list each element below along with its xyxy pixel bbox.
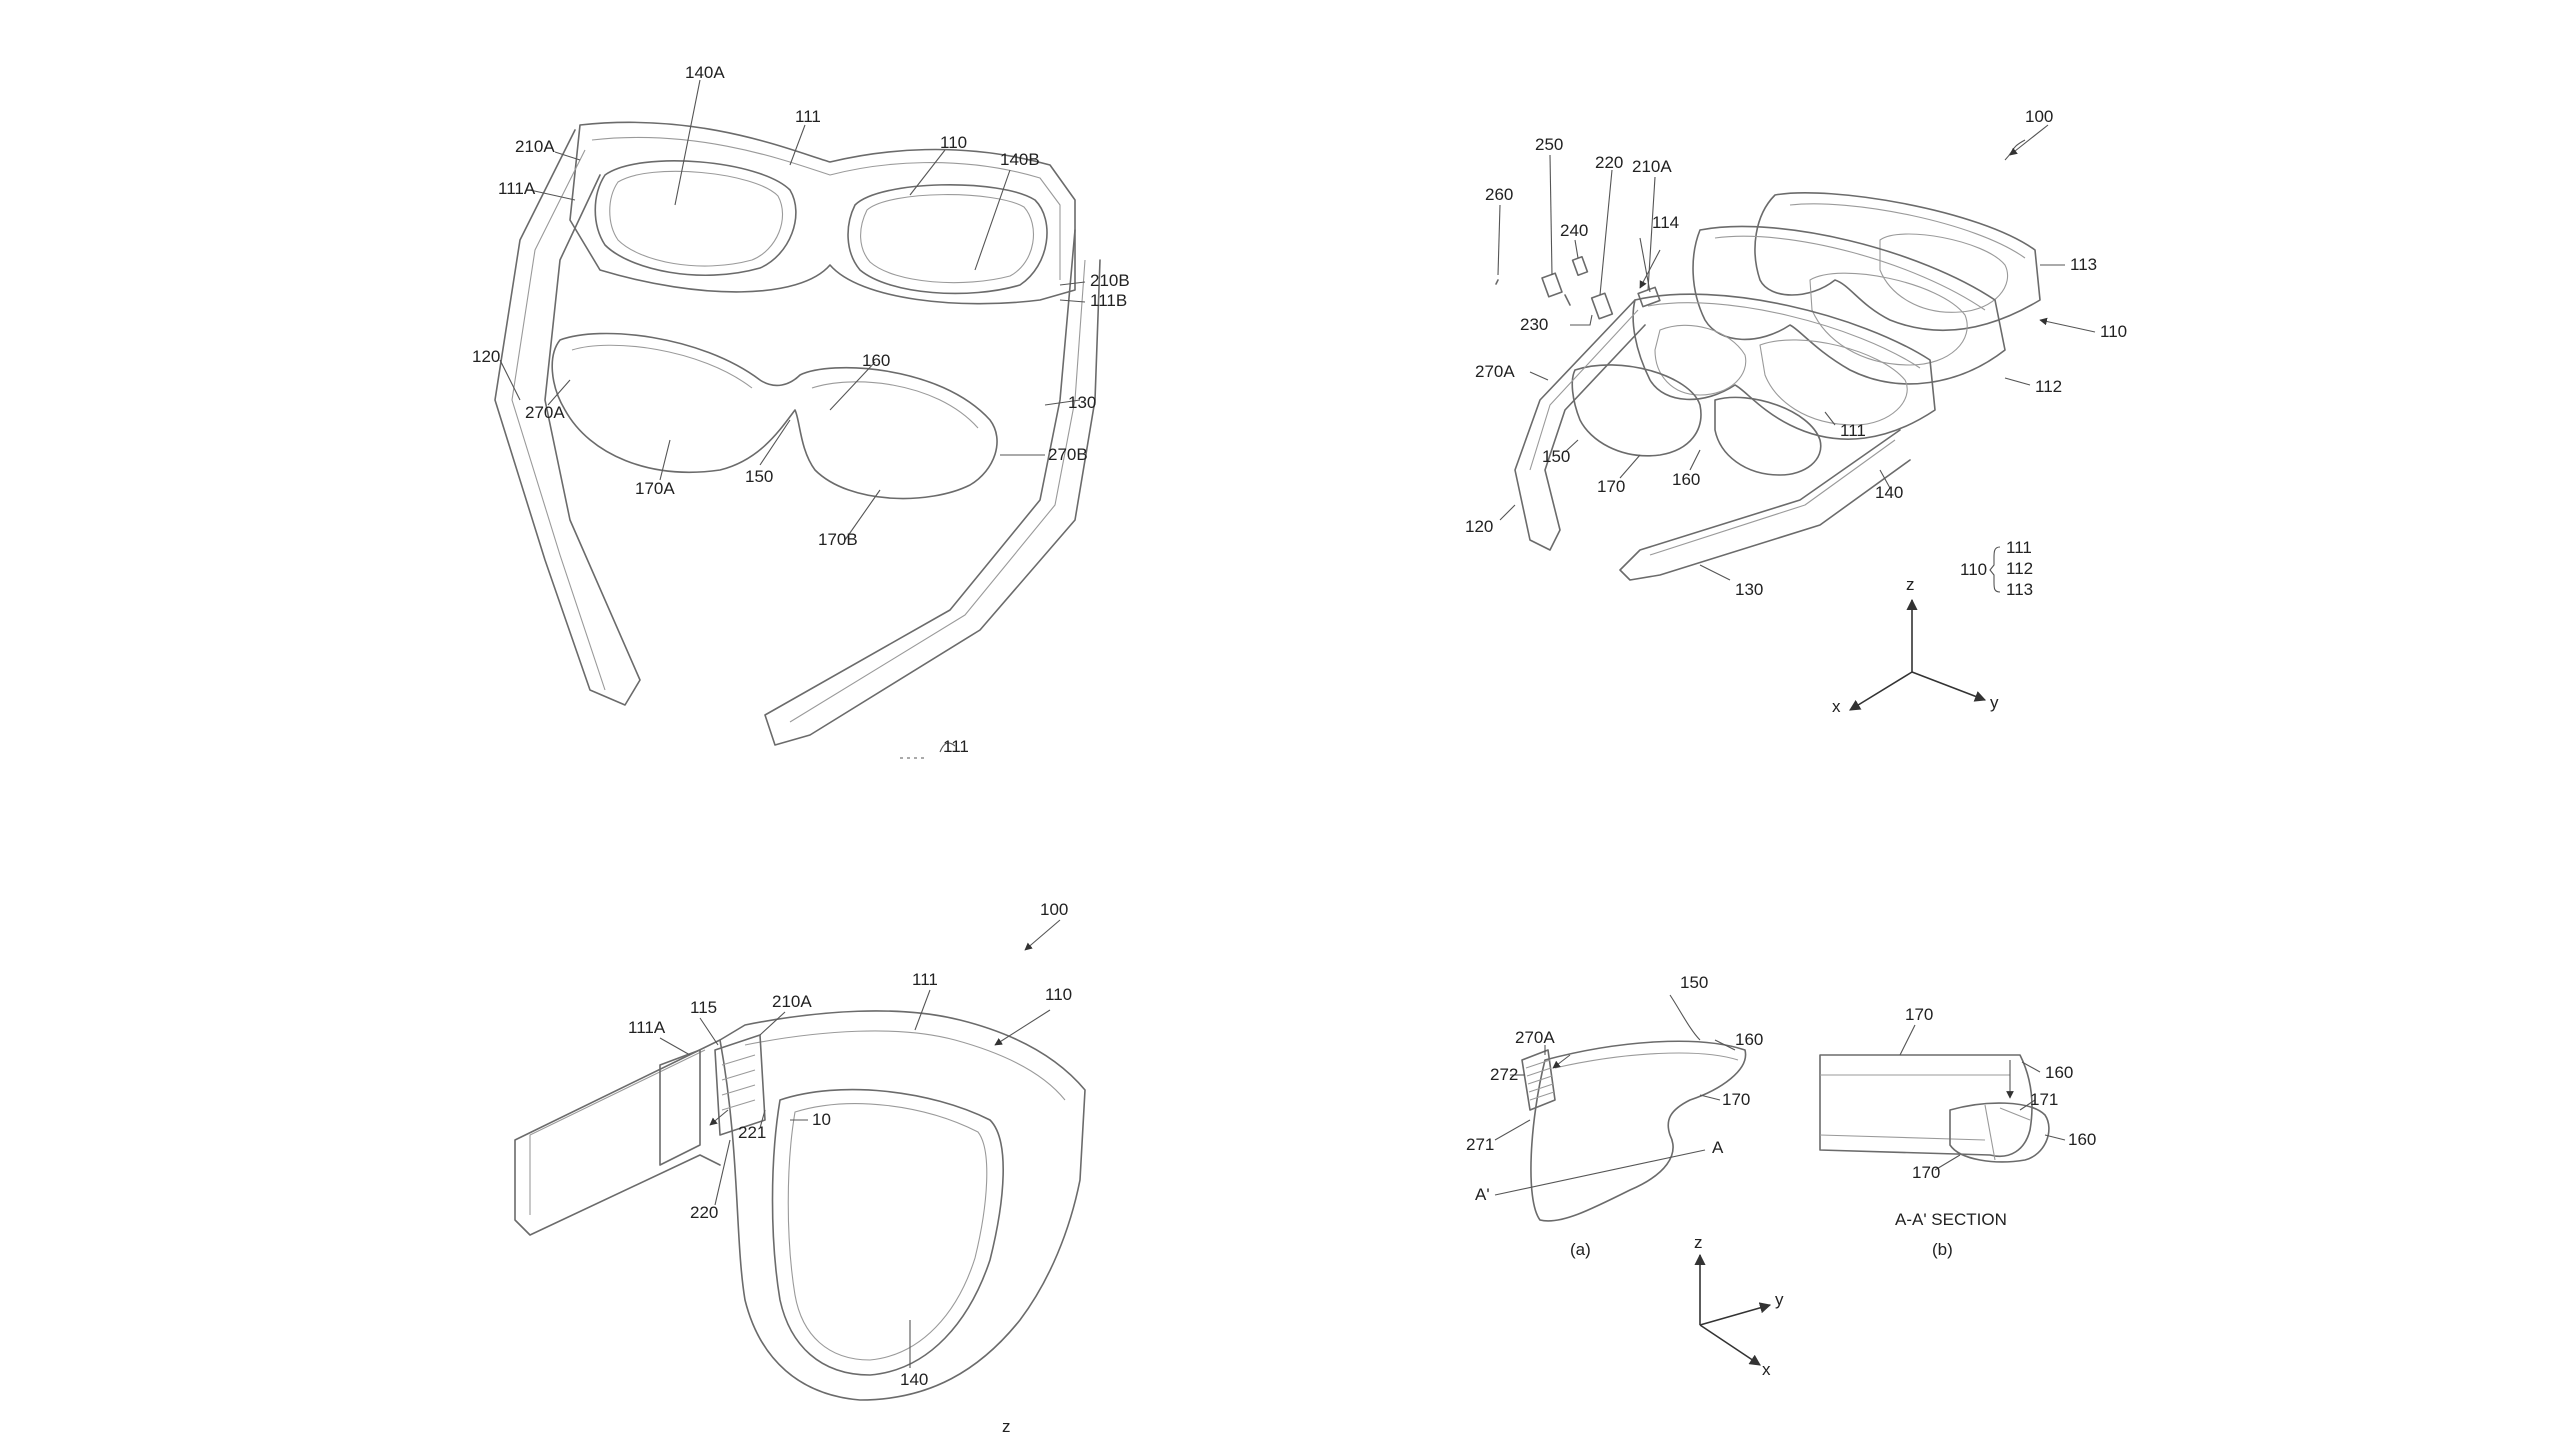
ref-160-section-top: 160: [2045, 1063, 2073, 1082]
ref-240: 240: [1560, 221, 1588, 240]
ref-210A: 210A: [515, 137, 555, 156]
ref-210A: 210A: [772, 992, 812, 1011]
ref-260: 260: [1485, 185, 1513, 204]
ref-270A: 270A: [1515, 1028, 1555, 1047]
ref-150: 150: [1542, 447, 1570, 466]
axis-z-label: z: [1694, 1233, 1703, 1252]
ref-111B: 111B: [1090, 291, 1127, 310]
ref-111: 111: [912, 970, 938, 989]
ref-110: 110: [1045, 985, 1072, 1004]
bracket-item-112: 112: [2006, 559, 2033, 578]
bracket-item-111: 111: [2006, 538, 2032, 557]
axis-x-label: x: [1832, 697, 1841, 716]
ref-111: 111: [795, 107, 821, 126]
ref-110: 110: [940, 133, 967, 152]
ref-171: 171: [2030, 1090, 2058, 1109]
bracket-label-110: 110: [1960, 560, 1987, 579]
axis-z-label-figure-3: z: [1002, 1417, 1011, 1436]
ref-160: 160: [1735, 1030, 1763, 1049]
ref-270A: 270A: [525, 403, 565, 422]
axis-x-label: x: [1762, 1360, 1771, 1379]
ref-A-prime: A': [1475, 1185, 1490, 1204]
ref-160: 160: [1672, 470, 1700, 489]
ref-120: 120: [1465, 517, 1493, 536]
ref-140: 140: [1875, 483, 1903, 502]
ref-160: 160: [862, 351, 890, 370]
ref-140B: 140B: [1000, 150, 1040, 169]
ref-221: 221: [738, 1123, 766, 1142]
ref-220: 220: [690, 1203, 718, 1222]
ref-270B: 270B: [1048, 445, 1088, 464]
ref-113: 113: [2070, 255, 2097, 274]
ref-271: 271: [1466, 1135, 1494, 1154]
ref-170: 170: [1722, 1090, 1750, 1109]
ref-140: 140: [900, 1370, 928, 1389]
sub-figure-b-label: (b): [1932, 1240, 1953, 1259]
ref-170B: 170B: [818, 530, 858, 549]
ref-111: 111: [1840, 421, 1866, 440]
ref-170-section-bottom: 170: [1912, 1163, 1940, 1182]
bracket-legend: 110 111 112 113: [1960, 538, 2033, 599]
axis-triad-figure-4: z y x: [1694, 1233, 1784, 1379]
ref-170: 170: [1597, 477, 1625, 496]
axis-y-label: y: [1775, 1290, 1784, 1309]
ref-120: 120: [472, 347, 500, 366]
ref-111-bottom: 111: [943, 737, 969, 756]
ref-272: 272: [1490, 1065, 1518, 1084]
ref-130: 130: [1068, 393, 1096, 412]
figure-2-glasses-exploded-view: 100 250 220 210A 260 240 114 230 113 270…: [1465, 107, 2127, 716]
ref-A: A: [1712, 1138, 1724, 1157]
ref-170-section: 170: [1905, 1005, 1933, 1024]
ref-210B: 210B: [1090, 271, 1130, 290]
ref-100: 100: [1040, 900, 1068, 919]
ref-160-section-side: 160: [2068, 1130, 2096, 1149]
ref-111A: 111A: [628, 1018, 666, 1037]
ref-130: 130: [1735, 580, 1763, 599]
figure-4-insert-detail: 150 270A 160 272 170 271 A A' 170 160 17…: [1466, 973, 2096, 1379]
sub-figure-a-label: (a): [1570, 1240, 1591, 1259]
ref-210A: 210A: [1632, 157, 1672, 176]
figure-3-hinge-closeup: 100 111 110 111A 115 210A 10 221 220 140…: [514, 900, 1086, 1436]
ref-250: 250: [1535, 135, 1563, 154]
ref-150: 150: [745, 467, 773, 486]
ref-100: 100: [2025, 107, 2053, 126]
section-caption: A-A' SECTION: [1895, 1210, 2007, 1229]
ref-111A: 111A: [498, 179, 536, 198]
axis-y-label: y: [1990, 693, 1999, 712]
ref-114: 114: [1652, 213, 1679, 232]
ref-220: 220: [1595, 153, 1623, 172]
axis-triad-figure-2: z x y: [1832, 575, 1999, 716]
ref-10: 10: [812, 1110, 831, 1129]
ref-150: 150: [1680, 973, 1708, 992]
ref-170A: 170A: [635, 479, 675, 498]
ref-112: 112: [2035, 377, 2062, 396]
ref-115: 115: [690, 998, 717, 1017]
figure-1-glasses-rear-view: 140A 111 110 140B 210A 111A 210B 111B 12…: [472, 63, 1130, 759]
ref-140A: 140A: [685, 63, 725, 82]
ref-110: 110: [2100, 322, 2127, 341]
ref-230: 230: [1520, 315, 1548, 334]
bracket-item-113: 113: [2006, 580, 2033, 599]
ref-270A: 270A: [1475, 362, 1515, 381]
axis-z-label: z: [1906, 575, 1915, 594]
